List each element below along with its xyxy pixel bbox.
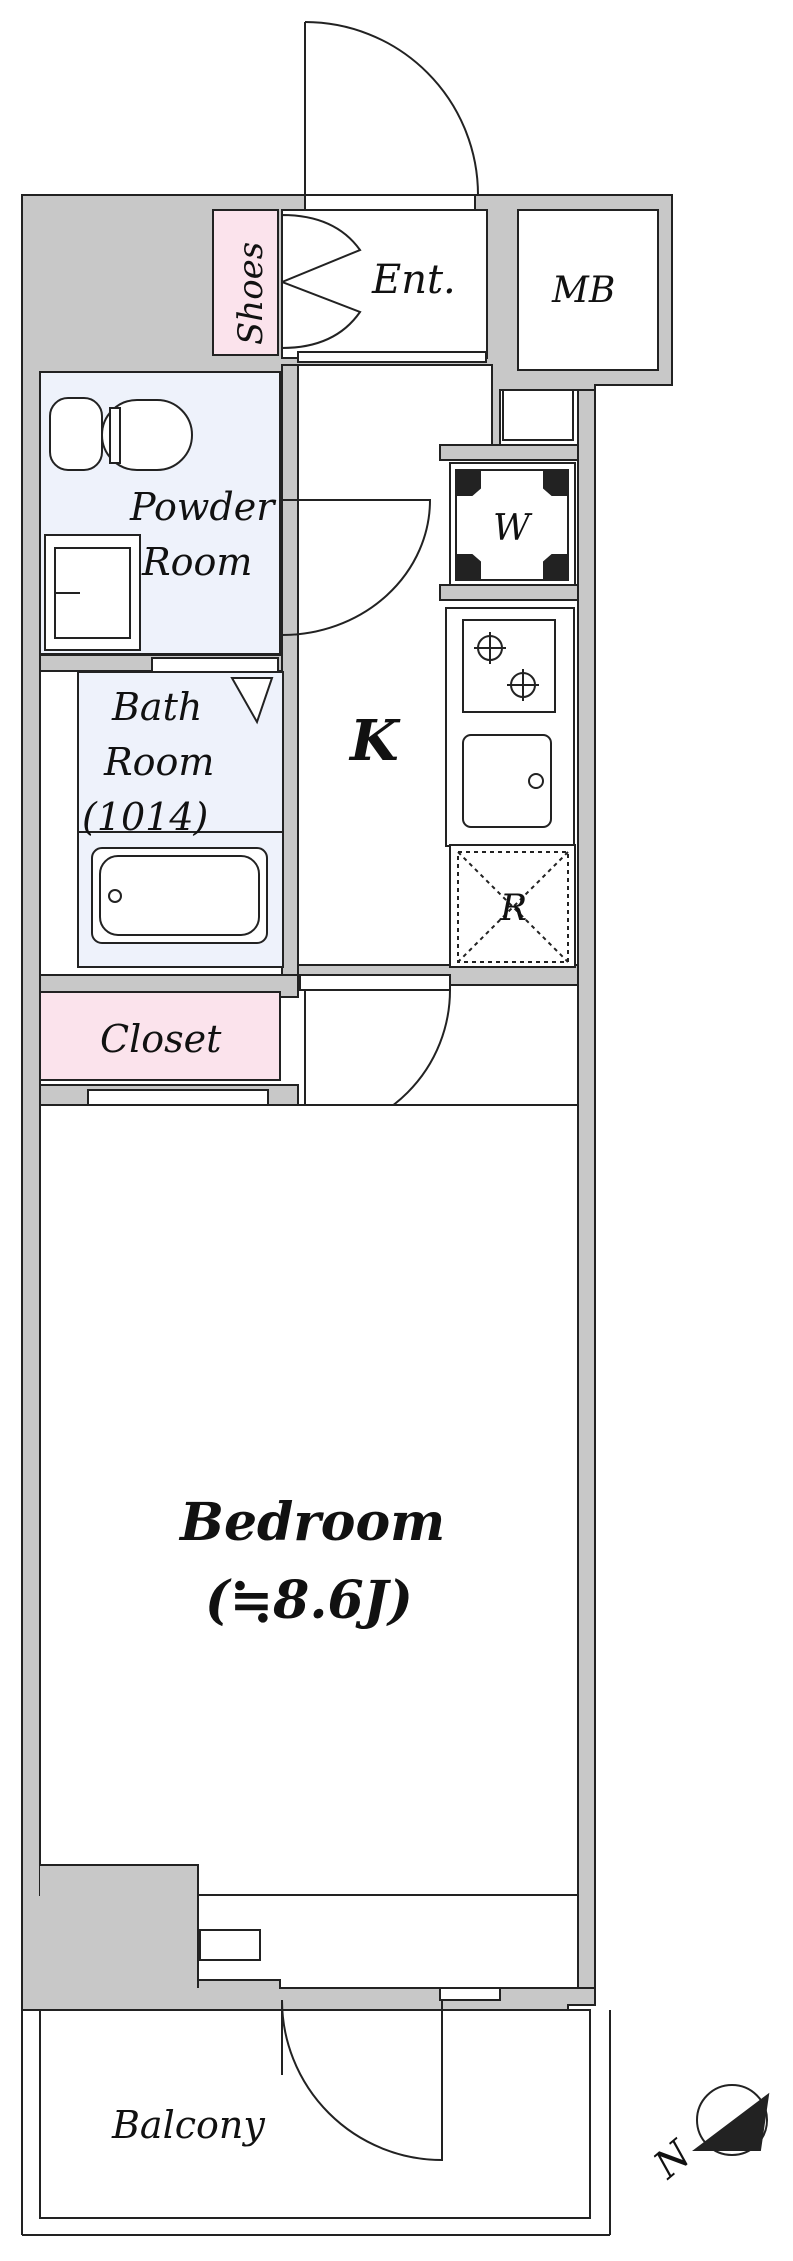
compass-needle — [692, 2092, 770, 2151]
bath-room-label-2: Room — [103, 740, 214, 784]
kitchen-label: K — [348, 708, 401, 774]
balcony-floor — [39, 2009, 591, 2219]
washer-label: W — [493, 508, 533, 549]
wall-left-of-kitchen — [281, 364, 299, 986]
bedroom-door-frame — [299, 974, 451, 991]
bedroom-size-label: (≒8.6J) — [205, 1570, 413, 1631]
closet-label: Closet — [100, 1017, 222, 1061]
meter-box — [517, 209, 659, 371]
balcony-label: Balcony — [111, 2103, 265, 2147]
shoes-label: Shoes — [231, 242, 271, 345]
wall-kitchen-right — [439, 444, 579, 461]
pipe-space — [502, 389, 574, 441]
closet — [39, 991, 281, 1081]
wall-washer-gap — [439, 584, 579, 601]
bath-room-label: Bath — [111, 685, 202, 729]
ac-sleeve — [199, 1929, 261, 1961]
bedroom-label: Bedroom — [178, 1492, 445, 1553]
kitchen-sink — [462, 734, 552, 828]
toilet-seat — [109, 407, 121, 464]
powder-room-label-2: Room — [141, 540, 252, 584]
toilet-bowl — [101, 399, 193, 471]
pillar — [40, 1865, 198, 1985]
balcony-door-swing — [281, 1999, 443, 2162]
bath-door-frame — [151, 657, 279, 673]
window-sill — [439, 1987, 501, 2001]
entrance-step — [297, 351, 487, 363]
closet-door-frame — [87, 1089, 269, 1106]
wall-right-strip — [577, 389, 596, 1989]
refrigerator-label: R — [499, 888, 527, 929]
shoes-cabinet — [212, 209, 279, 356]
entrance-label: Ent. — [371, 257, 456, 303]
powder-door-swing — [281, 499, 432, 636]
gas-stove — [462, 619, 556, 713]
toilet-tank — [49, 397, 103, 471]
bath-room-size-label: (1014) — [82, 795, 208, 839]
front-door-swing — [304, 21, 479, 196]
compass-north-label: N — [645, 2131, 701, 2188]
powder-room-label: Powder — [129, 485, 277, 529]
bedroom-floor — [39, 1104, 579, 1896]
door-frame — [304, 194, 476, 211]
meter-box-label: MB — [551, 270, 615, 311]
